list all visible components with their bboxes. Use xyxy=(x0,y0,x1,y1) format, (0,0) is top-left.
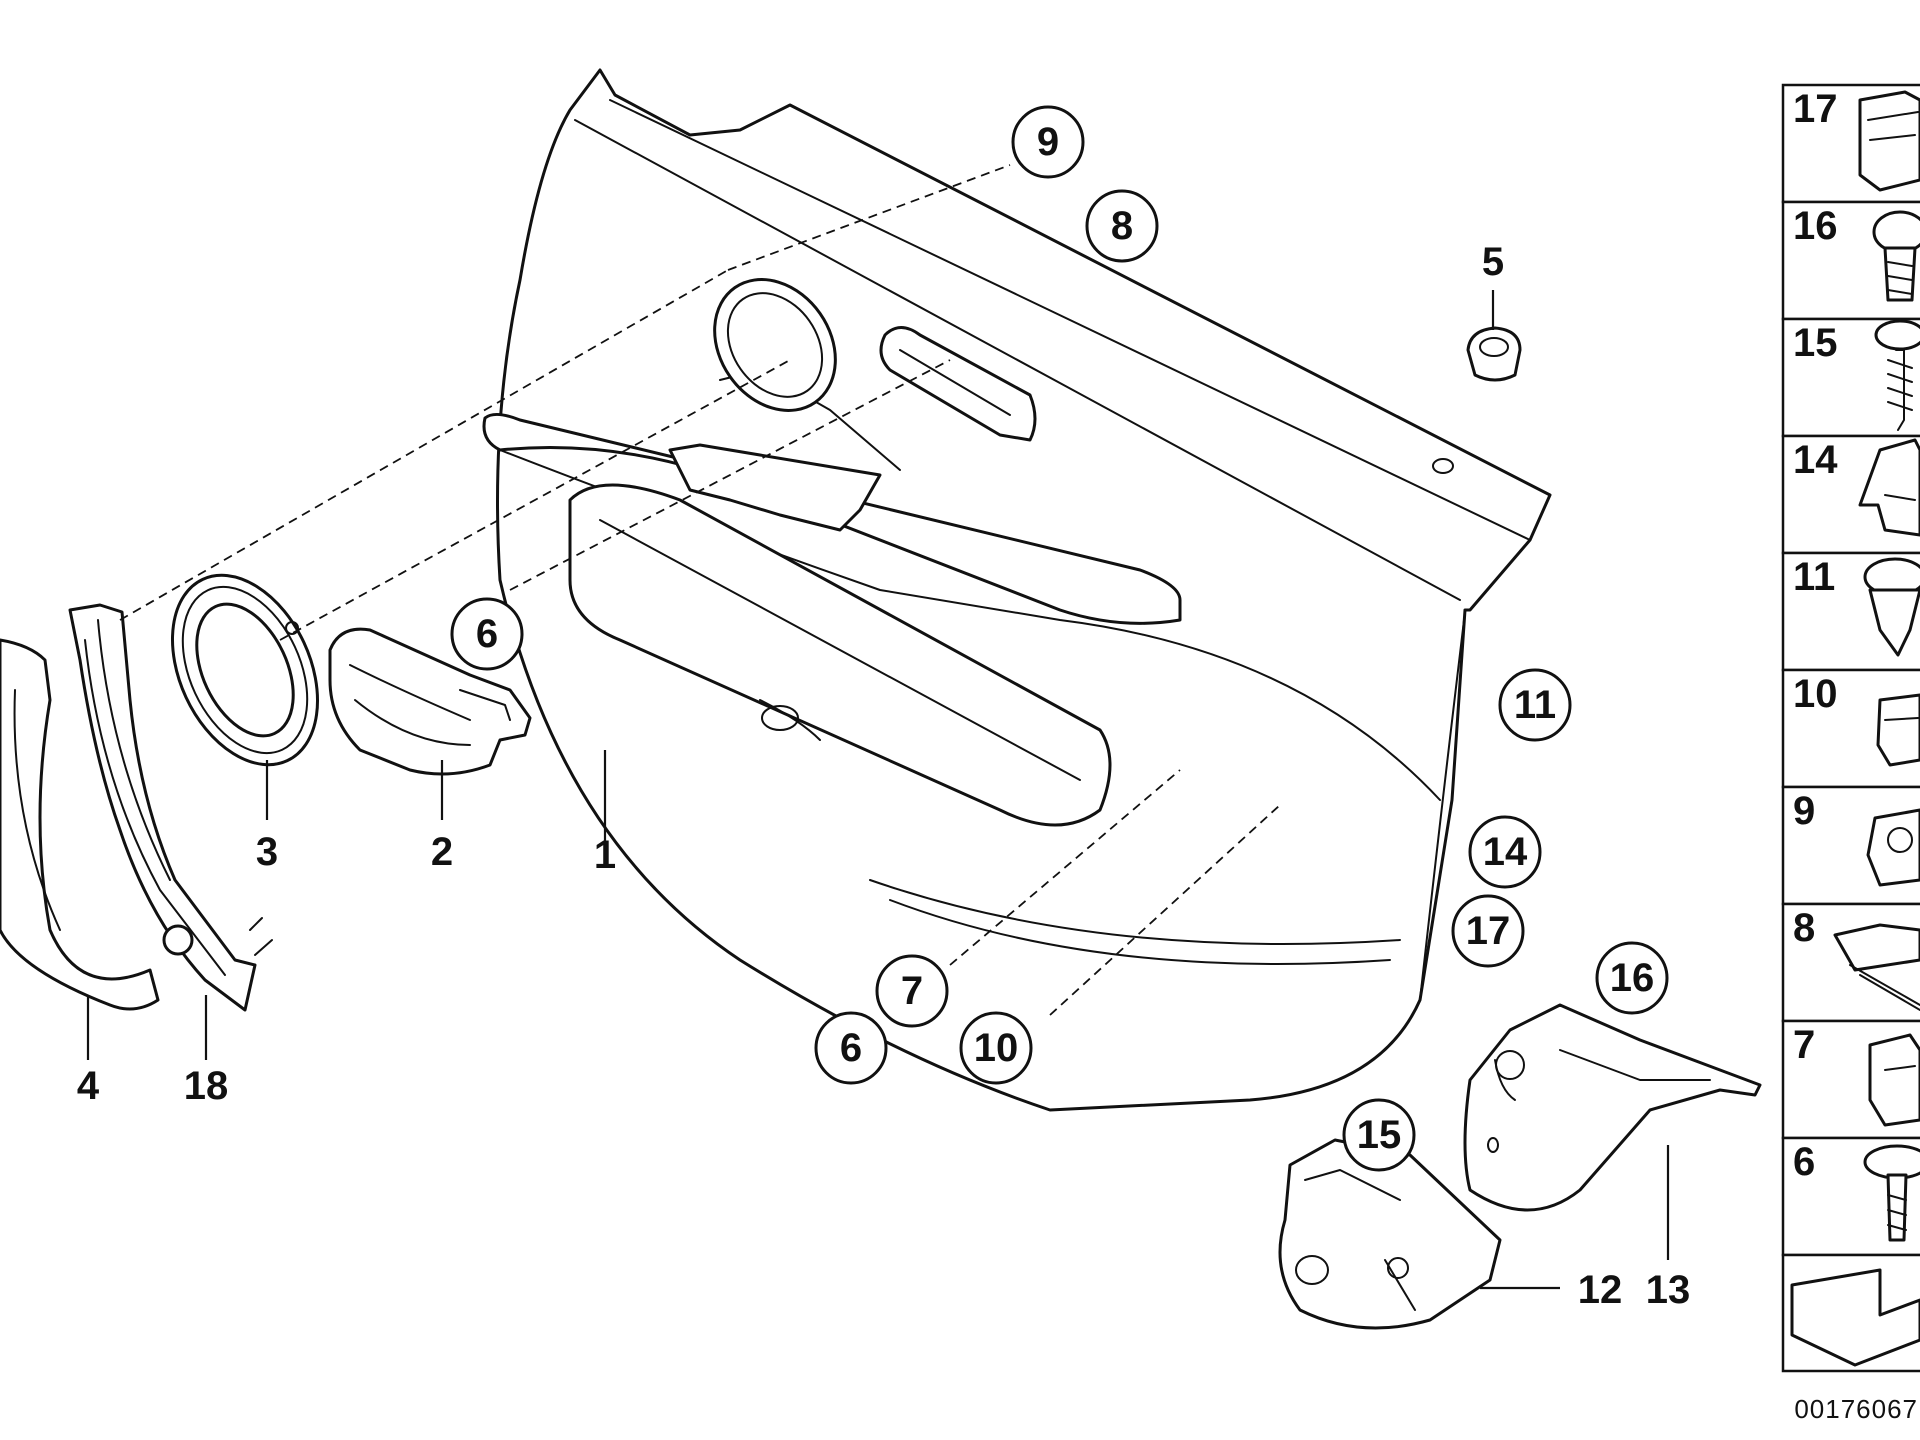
legend-number: 11 xyxy=(1793,555,1835,599)
grab-handle-bar xyxy=(68,603,273,1012)
legend-number: 17 xyxy=(1793,87,1838,131)
callout-6a: 6 xyxy=(450,597,524,671)
callout-14: 14 xyxy=(1468,815,1542,889)
svg-text:10: 10 xyxy=(974,1026,1019,1070)
nut-9-icon xyxy=(1866,808,1920,887)
nut-10-icon xyxy=(1876,693,1920,767)
svg-text:6: 6 xyxy=(476,612,498,656)
clip-17-icon xyxy=(1858,90,1920,192)
label-18: 18 xyxy=(184,1064,229,1108)
screw-16-icon xyxy=(1872,210,1920,302)
callout-16: 16 xyxy=(1595,941,1669,1015)
label-5: 5 xyxy=(1482,240,1504,284)
screw-15-icon xyxy=(1874,319,1920,431)
label-3: 3 xyxy=(256,830,278,874)
trim-bracket xyxy=(1463,1003,1762,1212)
callout-11: 11 xyxy=(1498,668,1572,742)
svg-text:16: 16 xyxy=(1610,956,1655,1000)
label-13: 13 xyxy=(1646,1268,1691,1312)
arrow-icon xyxy=(1790,1268,1920,1367)
door-opener-handle xyxy=(328,627,532,776)
label-1: 1 xyxy=(594,833,616,877)
label-2: 2 xyxy=(431,830,453,874)
svg-text:15: 15 xyxy=(1357,1113,1402,1157)
callout-7: 7 xyxy=(875,954,949,1028)
legend-number: 14 xyxy=(1793,438,1838,482)
callout-15: 15 xyxy=(1342,1098,1416,1172)
legend-number: 15 xyxy=(1793,321,1838,365)
svg-text:11: 11 xyxy=(1514,683,1556,727)
bolt-6-icon xyxy=(1863,1144,1920,1242)
label-12: 12 xyxy=(1578,1268,1623,1312)
clip-14-icon xyxy=(1858,438,1920,537)
reference-lines xyxy=(119,164,1281,1016)
svg-text:8: 8 xyxy=(1111,204,1133,248)
legend-number: 9 xyxy=(1793,789,1815,833)
svg-text:9: 9 xyxy=(1037,120,1059,164)
clip-8-icon xyxy=(1833,923,1920,1011)
legend-number: 7 xyxy=(1793,1023,1815,1067)
fastener-legend: 17 16 15 14 11 10 9 8 7 6 xyxy=(1781,83,1920,1373)
svg-text:6: 6 xyxy=(840,1026,862,1070)
legend-number: 16 xyxy=(1793,204,1838,248)
callout-17: 17 xyxy=(1451,894,1525,968)
svg-text:17: 17 xyxy=(1466,909,1511,953)
door-trim-panel xyxy=(482,68,1552,1112)
legend-number: 8 xyxy=(1793,906,1815,950)
rivet-11-icon xyxy=(1863,557,1920,657)
diagram-code: 00176067 xyxy=(1794,1394,1918,1424)
clip-7-icon xyxy=(1868,1033,1920,1127)
pillar-trim-strip xyxy=(0,638,160,1011)
callout-6b: 6 xyxy=(814,1011,888,1085)
speaker-grille xyxy=(170,573,320,767)
label-4: 4 xyxy=(77,1064,100,1108)
svg-text:14: 14 xyxy=(1483,830,1528,874)
svg-text:7: 7 xyxy=(901,969,923,1013)
callout-9: 9 xyxy=(1011,105,1085,179)
callout-10: 10 xyxy=(959,1011,1033,1085)
legend-number: 10 xyxy=(1793,672,1838,716)
callout-8: 8 xyxy=(1085,189,1159,263)
lower-trim-cover xyxy=(1278,1138,1502,1330)
expanding-nut xyxy=(1466,326,1522,382)
legend-number: 6 xyxy=(1793,1140,1815,1184)
leader-lines xyxy=(86,290,1670,1290)
